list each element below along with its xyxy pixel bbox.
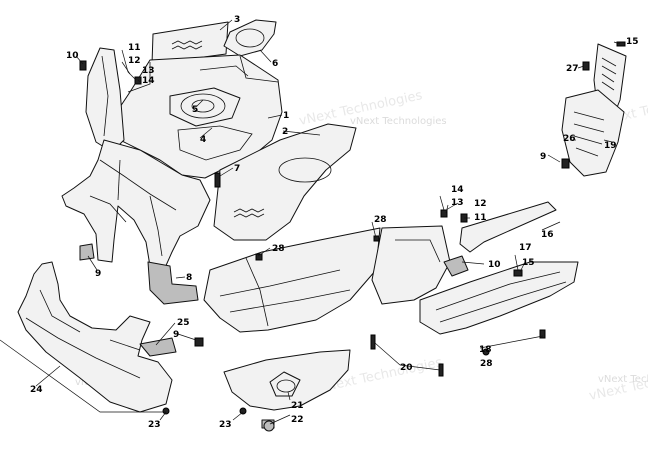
callout-label: 10 (488, 260, 501, 270)
callout-label: 28 (272, 244, 285, 254)
watermark-text: vNext Technologies (588, 363, 648, 404)
callout-label: 26 (563, 134, 576, 144)
callout-label: 9 (173, 330, 179, 340)
callout-label: 10 (66, 51, 79, 61)
callout-label: 12 (128, 56, 141, 66)
fastener-part (214, 172, 221, 188)
callout-label: 15 (626, 37, 639, 47)
callout-labels: 3 6 1 2 4 5 7 8 9 9 9 10 10 11 11 12 12 … (30, 15, 639, 430)
callout-label: 2 (282, 127, 288, 137)
callout-label: 20 (400, 363, 413, 373)
gasket-part (223, 19, 277, 57)
callout-label: 13 (142, 66, 155, 76)
callout-label: 9 (95, 269, 101, 279)
callout-label: 14 (142, 76, 155, 86)
callout-label: 23 (219, 420, 232, 430)
callout-label: 13 (451, 198, 464, 208)
callout-label: 5 (192, 105, 198, 115)
decal-sheet-part (151, 21, 229, 65)
bracket-assembly-part (561, 43, 627, 177)
running-board-part (419, 255, 579, 335)
frame-structure-part (61, 139, 211, 305)
callout-label: 24 (30, 385, 43, 395)
callout-label: 12 (474, 199, 487, 209)
callout-label: 3 (234, 15, 240, 25)
callout-label: 11 (474, 213, 487, 223)
callout-label: 23 (148, 420, 161, 430)
callout-label: 6 (272, 59, 278, 69)
callout-label: 19 (604, 141, 617, 151)
callout-label: 27 (566, 64, 579, 74)
callout-label: 22 (291, 415, 304, 425)
callout-label: 15 (522, 258, 535, 268)
side-pod-right-part (371, 225, 451, 305)
callout-label: 25 (177, 318, 190, 328)
nose-pan-part (17, 261, 177, 413)
callout-label: 18 (479, 345, 492, 355)
leader-lines (0, 19, 621, 425)
side-pod-left-part (85, 47, 125, 153)
trim-strip-part (459, 201, 557, 253)
side-panel-part (203, 227, 381, 333)
callout-label: 7 (234, 164, 240, 174)
callout-label: 9 (540, 152, 546, 162)
floor-insulation-part (213, 123, 357, 241)
callout-label: 21 (291, 401, 304, 411)
callout-label: 8 (186, 273, 192, 283)
callout-label: 4 (200, 135, 206, 145)
watermark-text: vNext Technologies (350, 116, 447, 127)
callout-label: 28 (480, 359, 493, 369)
callout-label: 28 (374, 215, 387, 225)
callout-label: 11 (128, 43, 141, 53)
callout-label: 1 (283, 111, 289, 121)
callout-label: 16 (541, 230, 554, 240)
callout-label: 17 (519, 243, 532, 253)
watermark-text: vNext Technologies (598, 374, 648, 385)
callout-label: 14 (451, 185, 464, 195)
